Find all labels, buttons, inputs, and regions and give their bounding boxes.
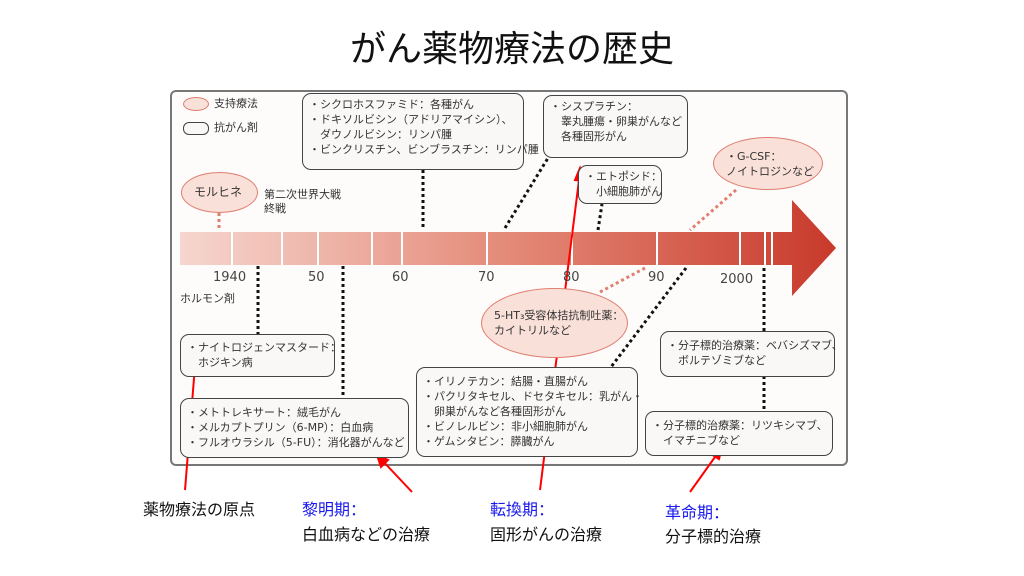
legend-anticancer-swatch — [183, 122, 209, 135]
ww2-note: 第二次世界大戦終戦 — [264, 188, 341, 216]
box-line: ・メルカプトプリン（6-MP）：白血病 — [187, 421, 374, 434]
ellipse-line: カイトリルなど — [494, 324, 571, 337]
ellipse-line: ノイトロジンなど — [726, 164, 814, 178]
box-line: ・パクリタキセル、ドセタキセル：乳がん・ — [423, 390, 643, 403]
gcsf-ellipse: ・G-CSF：ノイトロジンなど — [713, 137, 823, 190]
box-line: ・イリノテカン：結腸・直腸がん — [423, 375, 588, 388]
box-line: 卵巣がんなど各種固形がん — [423, 405, 566, 418]
box-line: ボルテゾミブなど — [667, 354, 766, 367]
box-methotrexate: ・メトトレキサート：絨毛がん・メルカプトプリン（6-MP）：白血病・フルオウラシ… — [180, 398, 409, 458]
caption-revolution-desc: 分子標的治療 — [665, 527, 762, 546]
box-line: ・シクロホスファミド：各種がん — [309, 98, 474, 111]
year-label: 2000 — [720, 272, 754, 287]
box-line: ・シスプラチン： — [550, 100, 638, 113]
timeline-arrow — [180, 200, 836, 296]
legend-supportive-label: 支持療法 — [214, 97, 258, 110]
box-line: 小細胞肺がん — [585, 185, 662, 198]
box-cisplatin: ・シスプラチン： 睾丸腫瘍・卵巣がんなど 各種固形がん — [543, 95, 688, 158]
ww2-end-text: 終戦 — [264, 202, 286, 215]
box-line: 各種固形がん — [550, 130, 627, 143]
year-label: 80 — [563, 270, 580, 285]
box-line: ・エトポシド： — [585, 170, 662, 183]
box-line: ・ビノレルビン：非小細胞肺がん — [423, 420, 588, 433]
page-title: がん薬物療法の歴史 — [349, 29, 674, 70]
box-line: ・ゲムシタビン：膵臓がん — [423, 435, 555, 448]
year-label: 50 — [308, 270, 325, 285]
caption-turn-title: 転換期： — [490, 500, 555, 519]
caption-revolution-title: 革命期： — [665, 503, 730, 522]
box-line: ・ナイトロジェンマスタード： — [187, 341, 341, 354]
box-line: ダウノルビシン：リンパ腫 — [309, 128, 452, 141]
ellipse-line: 5-HT₃受容体拮抗制吐薬： — [494, 309, 624, 322]
caption-dawn-desc: 白血病などの治療 — [302, 525, 431, 544]
box-line: イマチニブなど — [652, 434, 740, 447]
box-bevacizumab: ・分子標的治療薬：ベバシズマブ、 ボルテゾミブなど — [660, 331, 843, 377]
box-line: ホジキン病 — [187, 356, 253, 369]
box-line: ・フルオウラシル（5-FU）：消化器がんなど — [187, 436, 405, 449]
morphine-text: モルヒネ — [194, 185, 243, 199]
year-label: 70 — [478, 270, 495, 285]
caption-dawn-title: 黎明期： — [302, 500, 367, 519]
box-nitrogen-mustard: ・ナイトロジェンマスタード： ホジキン病 — [180, 334, 341, 377]
box-irinotecan: ・イリノテカン：結腸・直腸がん・パクリタキセル、ドセタキセル：乳がん・ 卵巣がん… — [416, 367, 643, 457]
caption-turn-desc: 固形がんの治療 — [490, 525, 603, 544]
ww2-text: 第二次世界大戦 — [264, 188, 341, 201]
hormone-note: ホルモン剤 — [180, 292, 235, 305]
box-cyclophosphamide: ・シクロホスファミド：各種がん・ドキソルビシン（アドリアマイシン）、 ダウノルビ… — [302, 93, 539, 170]
legend-supportive-swatch — [183, 97, 209, 111]
box-line: ・ビンクリスチン、ビンブラスチン：リンパ腫 — [309, 143, 539, 156]
year-label: 60 — [392, 270, 409, 285]
box-line: ・分子標的治療薬：ベバシズマブ、 — [667, 339, 843, 352]
caption-origin: 薬物療法の原点 — [143, 500, 256, 519]
box-line: ・メトトレキサート：絨毛がん — [187, 406, 341, 419]
box-rituximab: ・分子標的治療薬：リツキシマブ、 イマチニブなど — [645, 411, 833, 456]
box-line: ・分子標的治療薬：リツキシマブ、 — [652, 419, 828, 432]
year-label: 90 — [648, 270, 665, 285]
supportive-connectors — [217, 188, 737, 294]
box-etoposide: ・エトポシド： 小細胞肺がん — [578, 165, 662, 204]
box-line: 睾丸腫瘍・卵巣がんなど — [550, 115, 682, 128]
box-line: ・ドキソルビシン（アドリアマイシン）、 — [309, 113, 513, 126]
morphine-ellipse: モルヒネ — [181, 172, 258, 213]
ht3-ellipse: 5-HT₃受容体拮抗制吐薬： カイトリルなど — [481, 288, 628, 358]
connector-lines — [256, 157, 766, 411]
legend-anticancer-label: 抗がん剤 — [214, 121, 258, 134]
year-label: 1940 — [213, 270, 247, 285]
ellipse-line: ・G-CSF： — [726, 149, 782, 163]
